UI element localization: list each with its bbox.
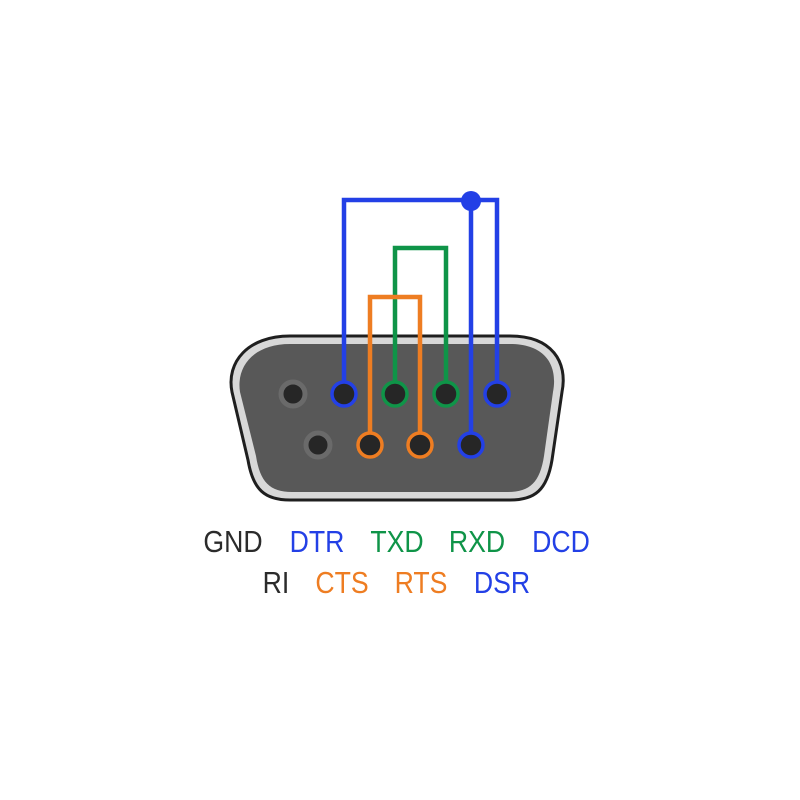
pin-cts — [356, 431, 384, 459]
label-row-1: GND DTR TXD RXD DCD — [203, 525, 590, 559]
pin-gnd — [278, 379, 308, 409]
wire-txd-rxd — [392, 245, 449, 394]
pin-rxd — [432, 380, 460, 408]
label-dsr: DSR — [474, 566, 530, 600]
label-rts: RTS — [395, 566, 448, 600]
pin-dsr — [457, 431, 485, 459]
label-rxd: RXD — [449, 525, 505, 559]
label-dtr: DTR — [290, 525, 345, 559]
pin-dcd — [483, 380, 511, 408]
wire-dtr-dcd — [341, 197, 500, 394]
label-dcd: DCD — [532, 525, 590, 559]
pin-row-1 — [278, 379, 511, 409]
wire-cts-rts — [367, 294, 423, 445]
pin-rts — [406, 431, 434, 459]
wire-junction-dot — [461, 191, 481, 211]
label-cts: CTS — [315, 566, 368, 600]
label-ri: RI — [263, 566, 290, 600]
pin-txd — [381, 380, 409, 408]
label-txd: TXD — [370, 525, 423, 559]
pin-dtr — [330, 380, 358, 408]
pin-ri — [303, 430, 333, 460]
pin-row-2 — [303, 430, 485, 460]
label-gnd: GND — [203, 525, 262, 559]
label-row-2: RI CTS RTS DSR — [263, 566, 530, 600]
